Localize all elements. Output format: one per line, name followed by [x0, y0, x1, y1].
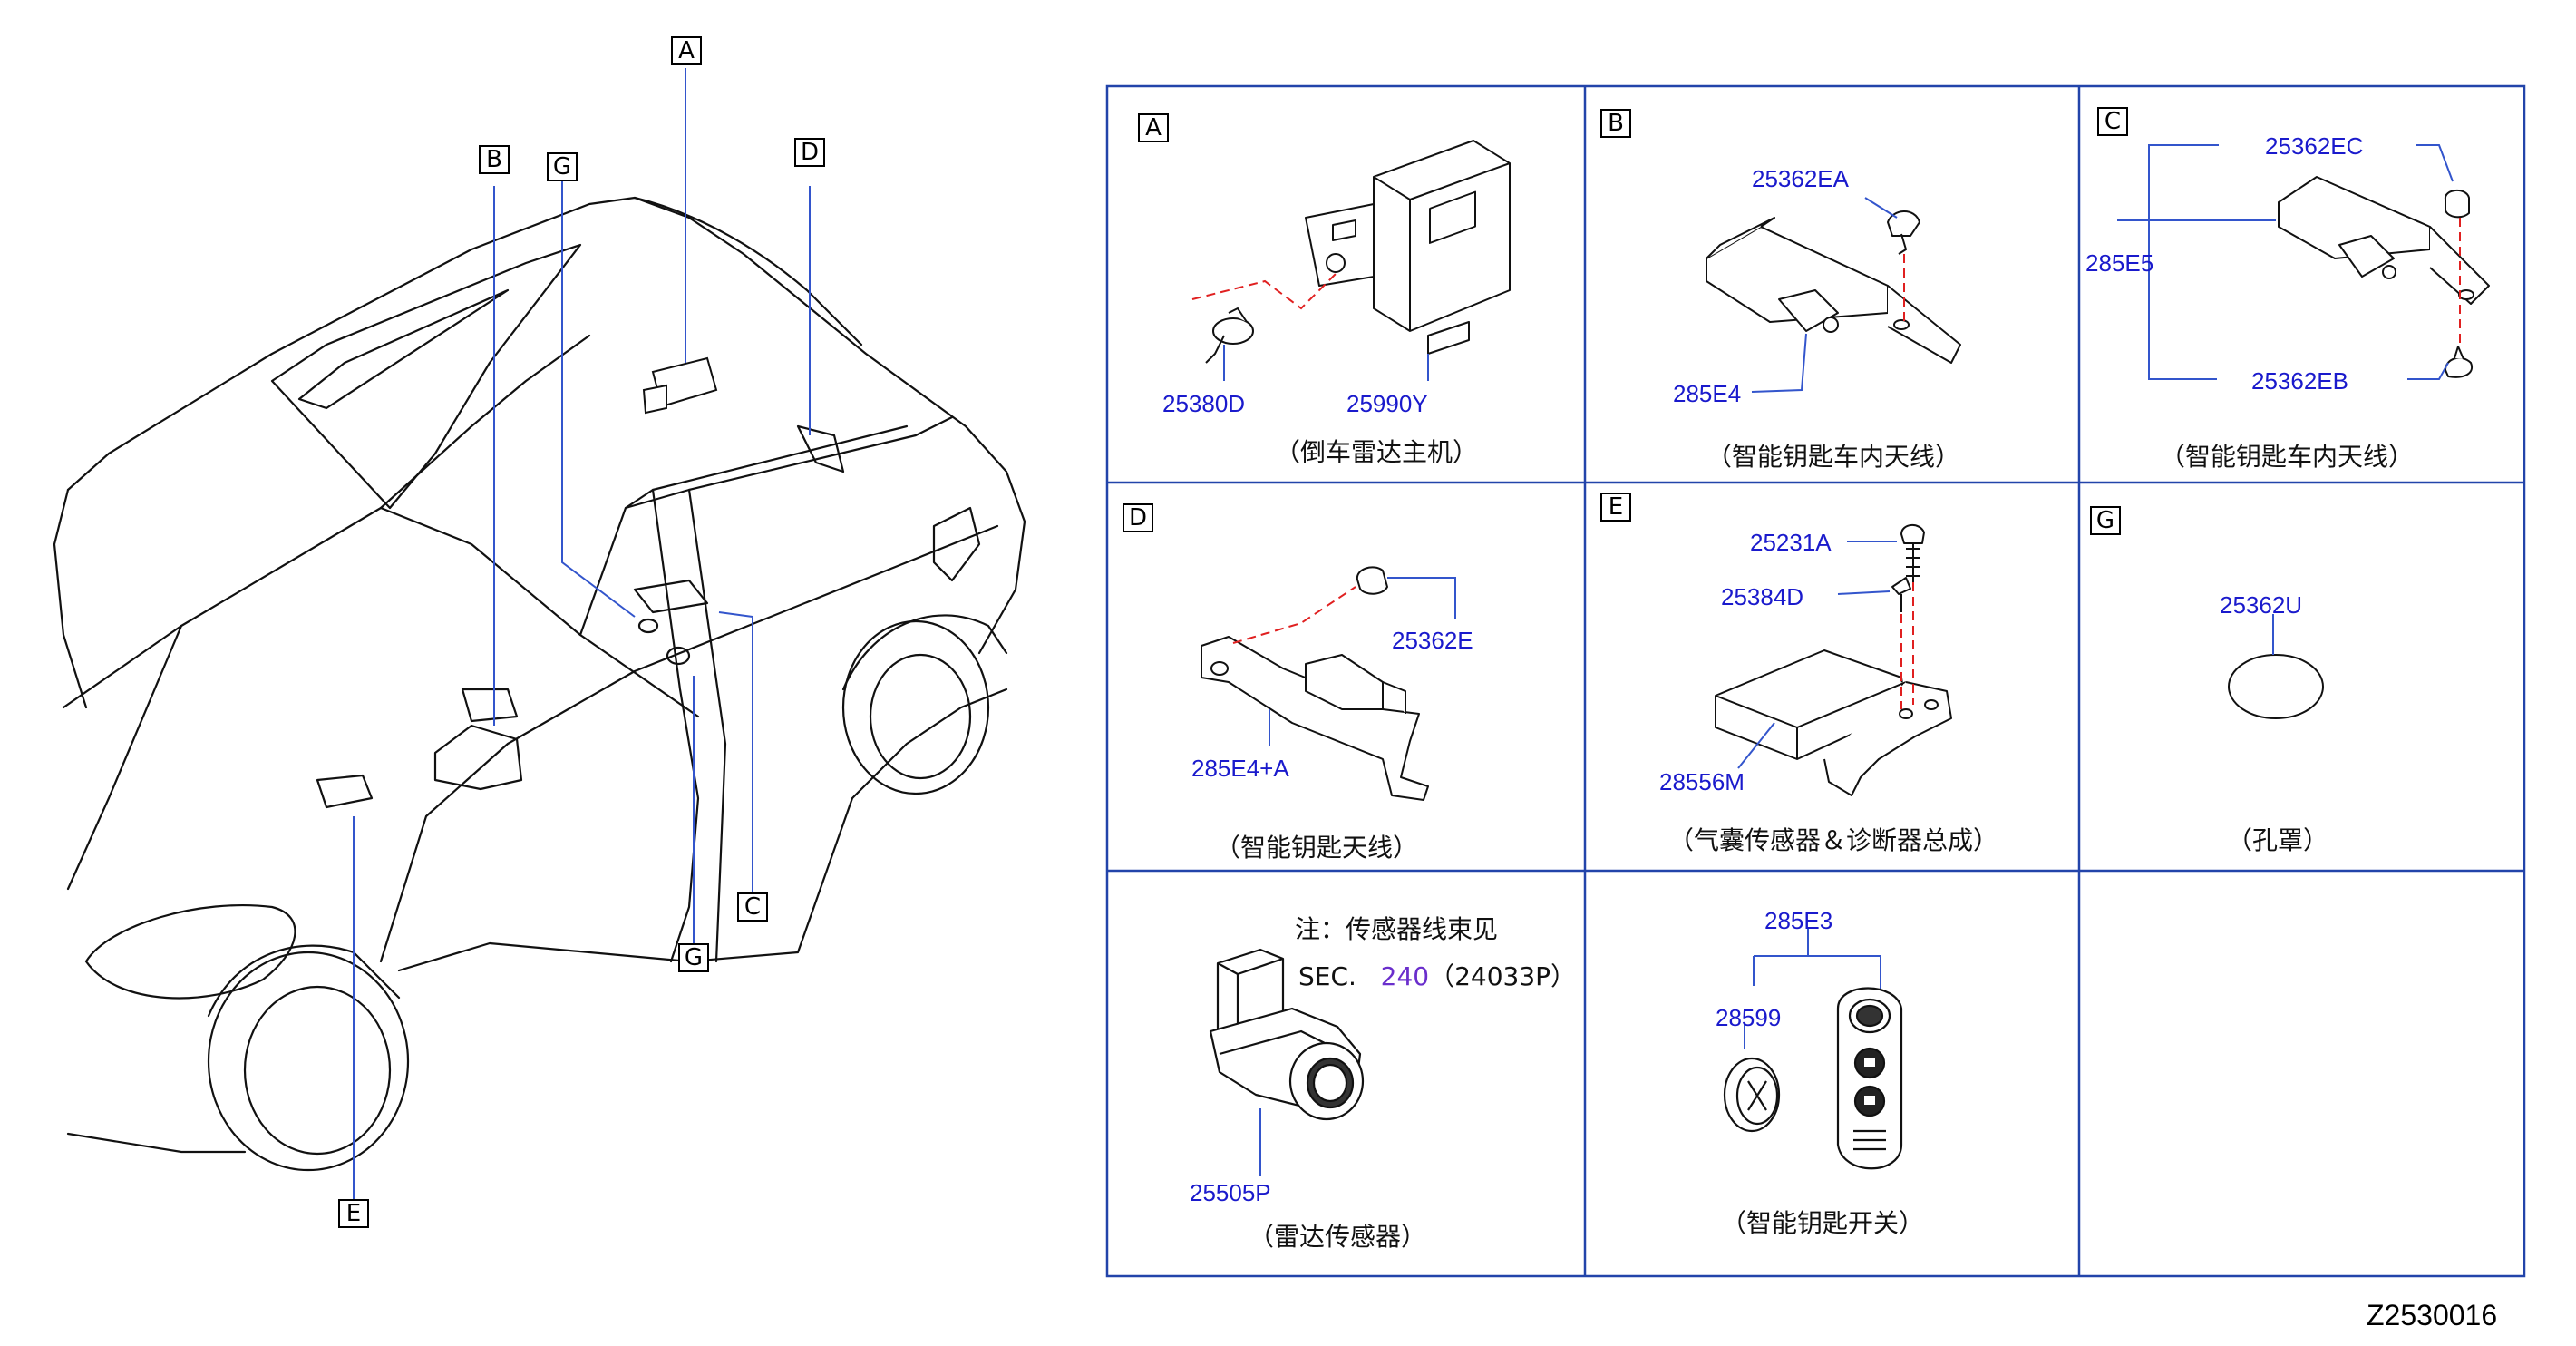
interior-antenna-c-drawing: [2117, 144, 2490, 380]
callout-a-label: A: [678, 37, 695, 64]
key-antenna-d-drawing: [1201, 566, 1456, 801]
part-25362u[interactable]: 25362U: [2220, 591, 2303, 619]
drawing-number: Z2530016: [2367, 1299, 2498, 1331]
cell-e-letter-text: E: [1608, 493, 1624, 521]
part-25362e[interactable]: 25362E: [1392, 627, 1473, 654]
cell-g-letter-text: G: [2095, 507, 2115, 534]
callout-b-label: B: [486, 146, 502, 173]
part-25384d[interactable]: 25384D: [1721, 583, 1804, 610]
cell-b-letter: B: [1600, 109, 1631, 138]
note-sec-ref: （24033P）: [1429, 961, 1577, 991]
callout-d-label: D: [800, 139, 820, 166]
harness-note-line2: SEC. 240（24033P）: [1298, 957, 1576, 993]
parking-sensor-ecu-drawing: [1191, 140, 1511, 381]
part-285e3[interactable]: 285E3: [1764, 907, 1833, 934]
part-25990y[interactable]: 25990Y: [1346, 390, 1428, 417]
cell-g-letter: G: [2090, 506, 2121, 535]
note-sec-link[interactable]: 240: [1380, 961, 1430, 991]
callout-c[interactable]: C: [737, 892, 768, 922]
cell-a-letter: A: [1138, 113, 1169, 142]
callout-g-lower[interactable]: G: [678, 943, 709, 972]
callout-a[interactable]: A: [671, 36, 702, 65]
harness-note-line1: 注：传感器线束见: [1295, 914, 1499, 944]
part-285e4-a[interactable]: 285E4+A: [1191, 755, 1289, 782]
cell-e-letter: E: [1600, 493, 1631, 522]
callout-g-upper-label: G: [552, 153, 572, 180]
smart-key-drawing: [1723, 929, 1903, 1170]
cell-e-caption: （气囊传感器＆诊断器总成）: [1667, 825, 1999, 855]
cell-c-caption: （智能钥匙车内天线）: [2159, 442, 2415, 472]
radar-sensor-drawing: [1209, 948, 1365, 1176]
cell-d-caption: （智能钥匙天线）: [1214, 833, 1419, 863]
callout-b[interactable]: B: [479, 145, 510, 174]
sensor-caption: （雷达传感器）: [1248, 1222, 1427, 1252]
cell-a-letter-text: A: [1145, 114, 1162, 141]
callout-e-label: E: [345, 1200, 362, 1227]
part-28599[interactable]: 28599: [1716, 1004, 1782, 1031]
hole-cover-drawing: [2228, 614, 2324, 719]
note-sec-prefix: SEC.: [1298, 961, 1356, 991]
cell-c-letter: C: [2097, 107, 2128, 136]
callout-d[interactable]: D: [794, 138, 825, 167]
cell-b-caption: （智能钥匙车内天线）: [1706, 442, 1961, 472]
part-285e5[interactable]: 285E5: [2085, 249, 2154, 277]
part-25505p[interactable]: 25505P: [1190, 1179, 1271, 1206]
key-caption: （智能钥匙开关）: [1720, 1208, 1925, 1238]
cell-d-letter-text: D: [1128, 504, 1148, 532]
callout-g-lower-label: G: [684, 944, 704, 971]
callout-c-label: C: [744, 893, 762, 921]
callout-e[interactable]: E: [338, 1199, 369, 1228]
vehicle-illustration: [53, 68, 1026, 1206]
cell-b-letter-text: B: [1608, 110, 1624, 137]
cell-d-letter: D: [1123, 503, 1153, 532]
part-285e4[interactable]: 285E4: [1673, 380, 1742, 407]
part-25231a[interactable]: 25231A: [1750, 529, 1832, 556]
part-25362ea[interactable]: 25362EA: [1752, 165, 1849, 192]
airbag-sensor-drawing: [1715, 524, 1952, 796]
part-28556m[interactable]: 28556M: [1659, 768, 1745, 795]
cell-c-letter-text: C: [2104, 108, 2122, 135]
cell-g-caption: （孔罩）: [2226, 825, 2329, 855]
part-25362ec[interactable]: 25362EC: [2265, 132, 2364, 160]
cell-a-caption: （倒车雷达主机）: [1274, 437, 1479, 467]
interior-antenna-b-drawing: [1706, 197, 1961, 393]
callout-g-upper[interactable]: G: [547, 152, 578, 181]
part-25380d[interactable]: 25380D: [1162, 390, 1246, 417]
part-25362eb[interactable]: 25362EB: [2251, 367, 2348, 395]
